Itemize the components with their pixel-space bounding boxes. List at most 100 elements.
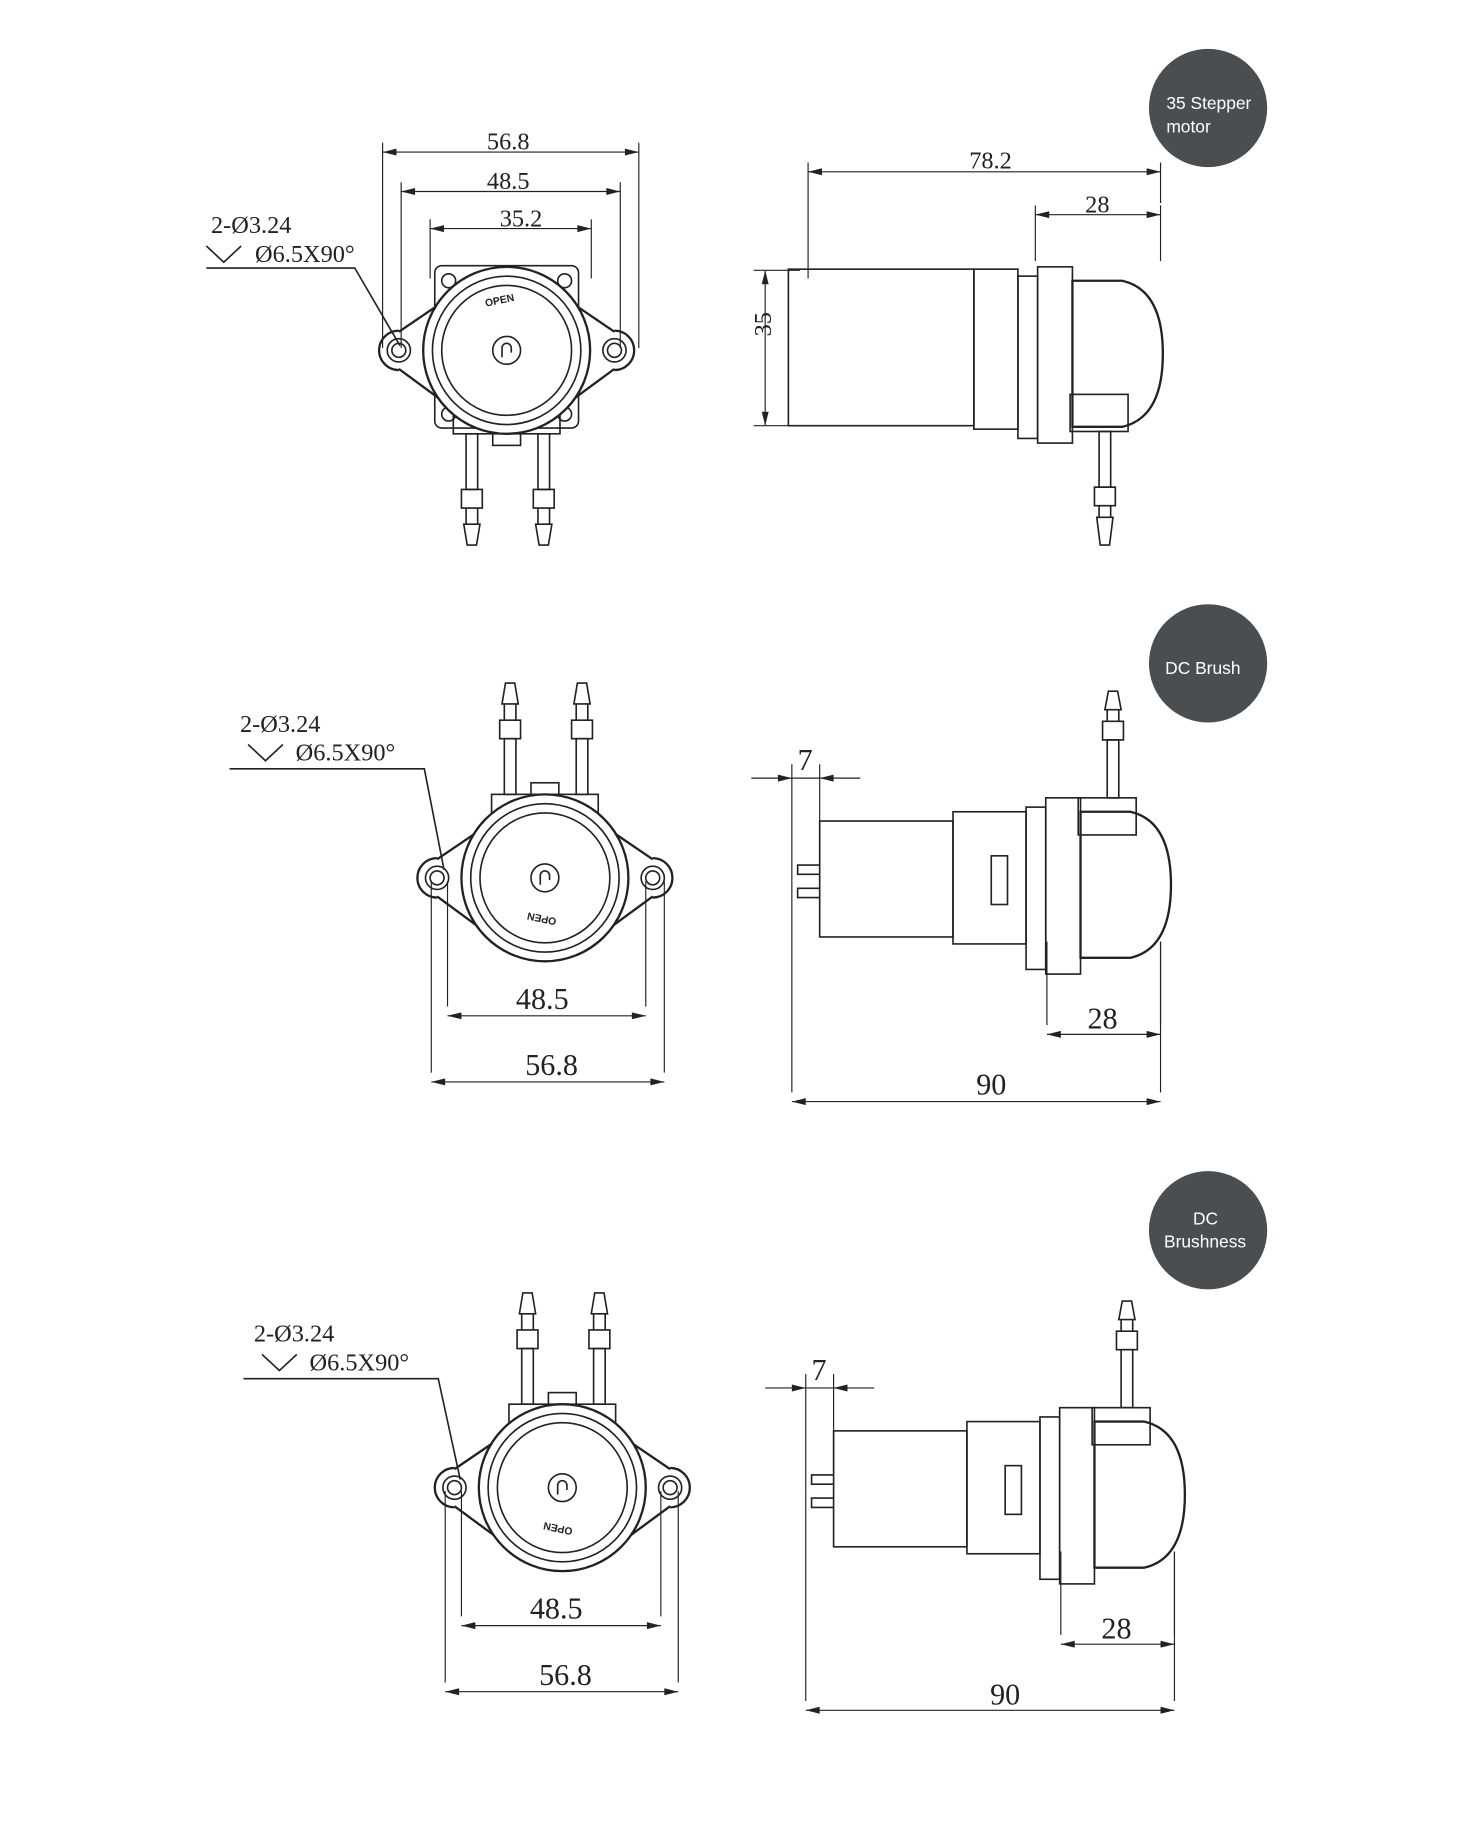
- arrowhead: [447, 1012, 462, 1020]
- front-view-stepper: [378, 264, 636, 546]
- motor-terminals: [810, 1474, 834, 1509]
- mount-hole-inner: [644, 870, 661, 886]
- mount-hole-inner: [606, 342, 623, 359]
- dim-28: 28: [1101, 1611, 1131, 1645]
- pump-head-ring: [431, 275, 582, 426]
- hole-note-countersink: Ø6.5X90°: [296, 740, 396, 767]
- hole-note-count: 2-Ø3.24: [254, 1321, 334, 1348]
- dim-line-90: [791, 881, 1162, 1106]
- badge-dc-brushless: DC Brushness: [1148, 1171, 1268, 1290]
- mount-hole-inner: [446, 1479, 463, 1496]
- flange-ear: [614, 329, 636, 372]
- dc-motor-body: [818, 820, 954, 938]
- arrowhead: [430, 225, 445, 233]
- pump-cover: [440, 284, 573, 417]
- tube-barb: [498, 682, 522, 740]
- mount-flange: [1025, 806, 1047, 971]
- tube-barb: [532, 488, 555, 546]
- front-view-dc-brush: [416, 682, 674, 963]
- dim-line-7: [765, 1374, 875, 1492]
- tube: [575, 737, 589, 796]
- dim-line-48-5: [460, 1491, 662, 1630]
- badge-label: motor: [1166, 116, 1211, 136]
- screw-icon: [440, 272, 457, 289]
- dim-line-48-5: [446, 881, 647, 1020]
- mount-flange: [1039, 1416, 1061, 1581]
- hole-leader-line: [229, 768, 445, 870]
- dim-35: 35: [750, 312, 777, 336]
- dim-56-8: 56.8: [539, 1658, 592, 1692]
- tube-barb: [588, 1292, 611, 1350]
- pump-head-dome: [1093, 1420, 1187, 1569]
- arrowhead: [833, 1384, 848, 1392]
- countersink-symbol: [205, 245, 242, 264]
- pump-head-ring: [469, 802, 620, 953]
- mount-hole-inner: [429, 870, 445, 886]
- tube: [1098, 430, 1112, 488]
- tube: [537, 432, 551, 491]
- arrowhead: [791, 1098, 806, 1106]
- tube: [1120, 1348, 1134, 1409]
- flange-plate: [1044, 797, 1082, 975]
- badge-label: DC Brush: [1165, 658, 1240, 678]
- side-view-stepper: [787, 266, 1165, 546]
- dim-line-56-8: [382, 142, 640, 349]
- flange-ear: [378, 329, 399, 372]
- arrowhead: [631, 1012, 646, 1020]
- dim-line-35-2: [429, 219, 592, 279]
- flange-outline: [453, 1426, 671, 1553]
- pump-head-outer: [477, 1403, 647, 1573]
- arrowhead: [646, 1622, 661, 1630]
- dim-56-8: 56.8: [487, 129, 530, 156]
- flange-outline: [398, 289, 616, 416]
- motor-terminals: [796, 864, 820, 899]
- tube-barb: [460, 488, 484, 546]
- tube-elbow: [1091, 1406, 1151, 1446]
- hole-leader-line: [206, 267, 401, 347]
- tube: [592, 1347, 607, 1406]
- mount-hole: [424, 865, 450, 891]
- badge-label: DC: [1193, 1208, 1218, 1228]
- flange-ear: [670, 1466, 691, 1509]
- logo-mark: [556, 1479, 568, 1495]
- arrowhead: [1060, 1640, 1075, 1648]
- arrowhead: [791, 1384, 806, 1392]
- dim-28: 28: [1085, 191, 1109, 218]
- tube-barb: [570, 682, 594, 740]
- mount-flange: [1017, 275, 1039, 440]
- mount-hole: [386, 337, 412, 363]
- arrowhead: [1146, 1098, 1161, 1106]
- flange-ear: [416, 856, 438, 899]
- dim-90: 90: [990, 1677, 1020, 1711]
- tube: [520, 1347, 535, 1406]
- dim-7: 7: [798, 743, 813, 777]
- dim-7: 7: [812, 1353, 827, 1387]
- tube-elbow: [1077, 797, 1137, 836]
- gearbox-window: [990, 855, 1009, 906]
- pump-cover: [496, 1421, 629, 1554]
- arrowhead: [650, 1078, 665, 1086]
- logo-icon: [491, 335, 522, 366]
- dim-line-7: [751, 764, 861, 882]
- logo-mark: [501, 342, 513, 358]
- dim-90: 90: [976, 1068, 1006, 1102]
- logo-icon: [547, 1472, 578, 1503]
- dim-28: 28: [1087, 1002, 1117, 1036]
- tube: [1106, 739, 1120, 799]
- logo-mark: [539, 870, 551, 885]
- dim-line-28: [1034, 205, 1162, 262]
- gearbox-window: [1004, 1464, 1023, 1516]
- arrowhead: [606, 188, 621, 195]
- arrowhead: [805, 1706, 820, 1714]
- arrowhead: [761, 270, 769, 285]
- flange-ear: [433, 1466, 455, 1509]
- tube-barb: [1093, 486, 1117, 546]
- arrowhead: [1146, 168, 1161, 176]
- hole-note-countersink: Ø6.5X90°: [310, 1350, 410, 1377]
- arrowhead: [808, 168, 822, 176]
- arrowhead: [819, 774, 834, 782]
- arrowhead: [382, 148, 397, 156]
- dim-line-78-2: [807, 162, 1162, 279]
- mount-hole: [602, 337, 627, 363]
- mount-hole: [442, 1475, 467, 1501]
